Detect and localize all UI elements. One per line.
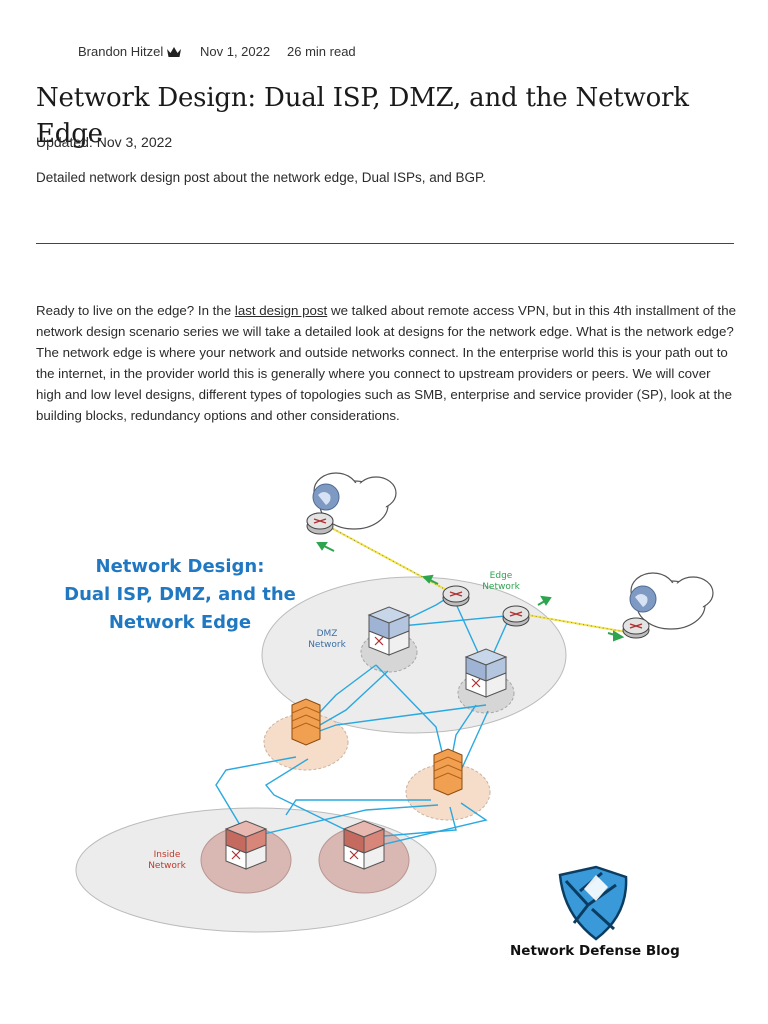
body-text-start: Ready to live on the edge? In the <box>36 303 235 318</box>
edge-router-2 <box>502 605 530 627</box>
edge-label-line2: Network <box>482 582 520 592</box>
isp-router-2 <box>622 617 650 639</box>
shield-icon <box>558 865 628 941</box>
body-text-end: we talked about remote access VPN, but i… <box>36 303 736 423</box>
inside-label-line1: Inside <box>153 850 181 860</box>
post-summary: Detailed network design post about the n… <box>36 170 487 185</box>
brand-name: Network Defense Blog <box>510 943 680 959</box>
firewall-2 <box>433 748 463 796</box>
crown-icon <box>167 47 181 57</box>
figure-title-line3: Network Edge <box>108 612 252 633</box>
figure-title-line1: Network Design: <box>95 556 265 577</box>
post-body: Ready to live on the edge? In the last d… <box>36 300 736 426</box>
network-diagram: Network Design: Dual ISP, DMZ, and the N… <box>36 465 734 985</box>
post-date: Nov 1, 2022 <box>200 44 271 59</box>
post-meta: Brandon Hitzel Nov 1, 2022 26 min read <box>0 42 768 62</box>
divider <box>36 243 734 244</box>
dmz-label-line1: DMZ <box>316 629 338 639</box>
inside-network-label: Inside Network <box>142 850 192 872</box>
dmz-network-label: DMZ Network <box>302 629 352 651</box>
traffic-arrows <box>316 542 625 642</box>
figure-title-line2: Dual ISP, DMZ, and the <box>64 584 296 605</box>
updated-date: Updated: Nov 3, 2022 <box>36 134 173 150</box>
isp-link-1 <box>325 524 453 594</box>
inside-label-line2: Network <box>148 861 186 871</box>
cloud-isp-2 <box>629 572 714 630</box>
network-links <box>215 594 517 846</box>
inside-switch-1 <box>224 820 268 870</box>
post-title: Network Design: Dual ISP, DMZ, and the N… <box>36 83 689 149</box>
cloud-isp-1 <box>312 472 397 530</box>
network-diagram-art <box>75 472 714 941</box>
isp-link-2 <box>515 612 633 634</box>
firewall-1 <box>291 698 321 746</box>
dmz-label-line2: Network <box>308 640 346 650</box>
inside-switch-2 <box>342 820 386 870</box>
dmz-switch-1 <box>367 606 411 656</box>
edge-router-1 <box>442 585 470 607</box>
edge-label-line1: Edge <box>489 571 513 581</box>
last-design-post-link[interactable]: last design post <box>234 303 328 318</box>
isp-router-1 <box>306 512 334 535</box>
dmz-switch-2 <box>464 648 508 698</box>
figure-title: Network Design: Dual ISP, DMZ, and the N… <box>50 553 310 637</box>
author-name[interactable]: Brandon Hitzel <box>78 44 164 59</box>
read-time: 26 min read <box>287 44 356 59</box>
edge-network-label: Edge Network <box>476 571 526 593</box>
